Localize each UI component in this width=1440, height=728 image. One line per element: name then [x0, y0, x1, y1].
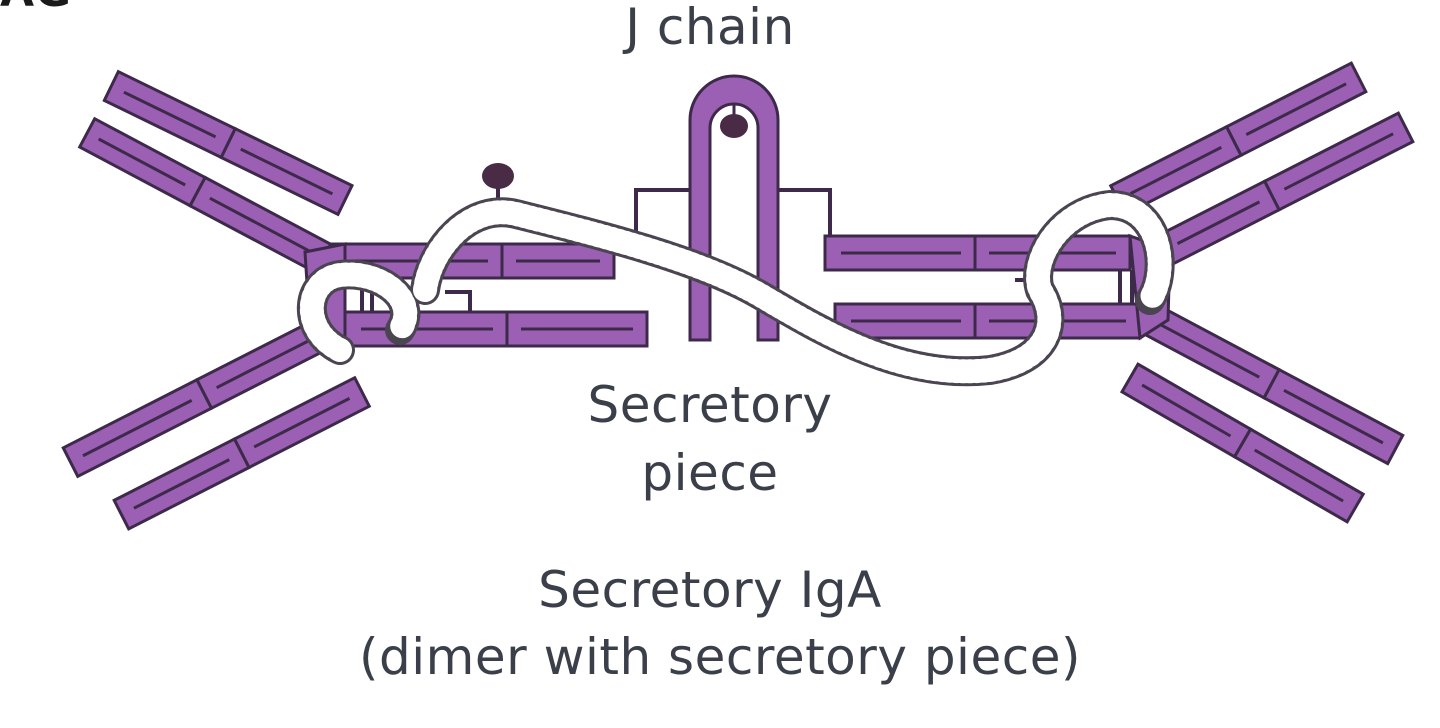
- j-chain: [636, 76, 830, 340]
- diagram-title: Secretory IgA: [420, 565, 1000, 615]
- left-fc-region: [305, 244, 647, 346]
- diagram-subtitle: (dimer with secretory piece): [300, 632, 1140, 682]
- right-lower-fab-arm: [1122, 304, 1403, 522]
- secretory-piece-label-line2: piece: [560, 448, 860, 498]
- right-fc-region: [825, 236, 1170, 338]
- j-chain-label: J chain: [560, 2, 860, 52]
- secretory-piece-label-line1: Secretory: [560, 380, 860, 430]
- left-upper-fab-arm: [80, 72, 352, 276]
- j-chain-carbohydrate-icon: [720, 114, 748, 138]
